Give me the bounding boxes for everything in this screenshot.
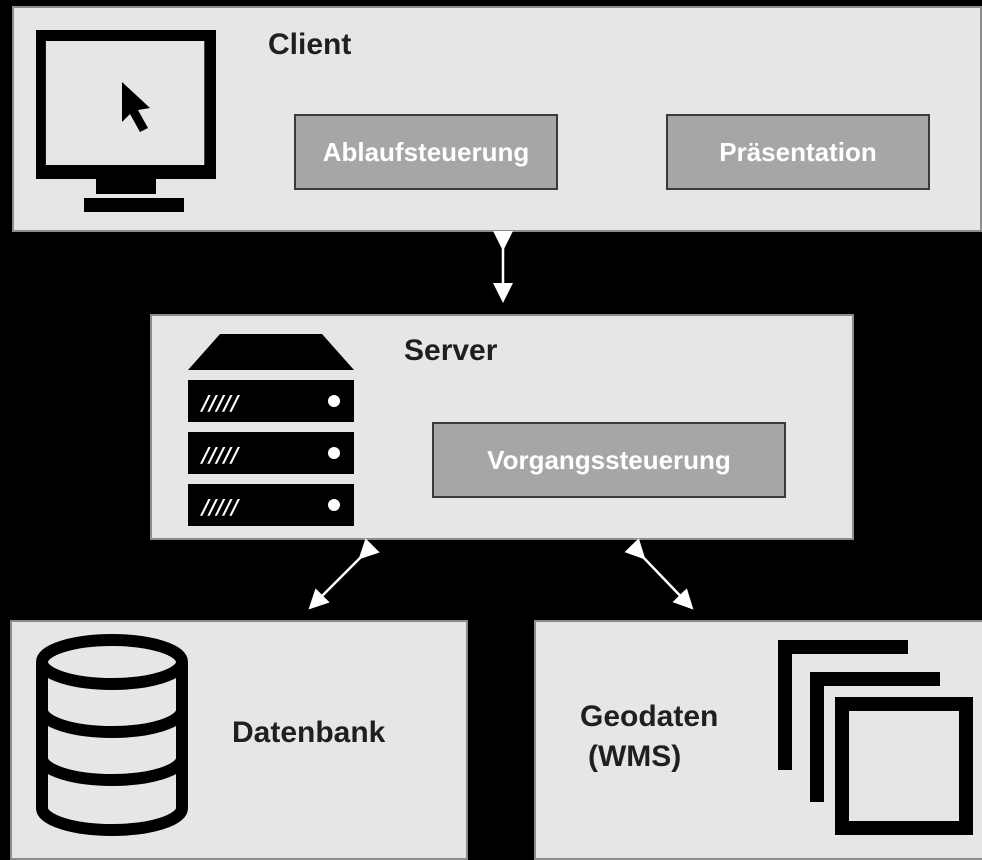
svg-text://///: ///// (200, 443, 240, 467)
datenbank-title: Datenbank (232, 716, 386, 749)
server-panel: ///// ///// ///// Server Vorgangssteueru… (150, 314, 854, 540)
server-rack-icon: ///// ///// ///// (188, 334, 354, 526)
server-datenbank-arrow (308, 538, 380, 610)
geodaten-subtitle: (WMS) (588, 740, 682, 773)
database-cylinder-icon (36, 634, 188, 836)
praesentation-module: Präsentation (666, 114, 930, 190)
client-title: Client (268, 28, 352, 61)
server-geodaten-arrow (624, 538, 694, 610)
computer-monitor-cursor-icon (36, 30, 216, 212)
svg-text://///: ///// (200, 495, 240, 519)
svg-text://///: ///// (200, 391, 240, 415)
geodaten-title: Geodaten (580, 700, 719, 733)
datenbank-panel: Datenbank (10, 620, 468, 860)
server-title: Server (404, 334, 498, 367)
map-layers-icon (778, 640, 973, 835)
ablaufsteuerung-module: Ablaufsteuerung (294, 114, 558, 190)
vorgangssteuerung-module: Vorgangssteuerung (432, 422, 786, 498)
client-panel: Client Ablaufsteuerung Präsentation (12, 6, 982, 232)
